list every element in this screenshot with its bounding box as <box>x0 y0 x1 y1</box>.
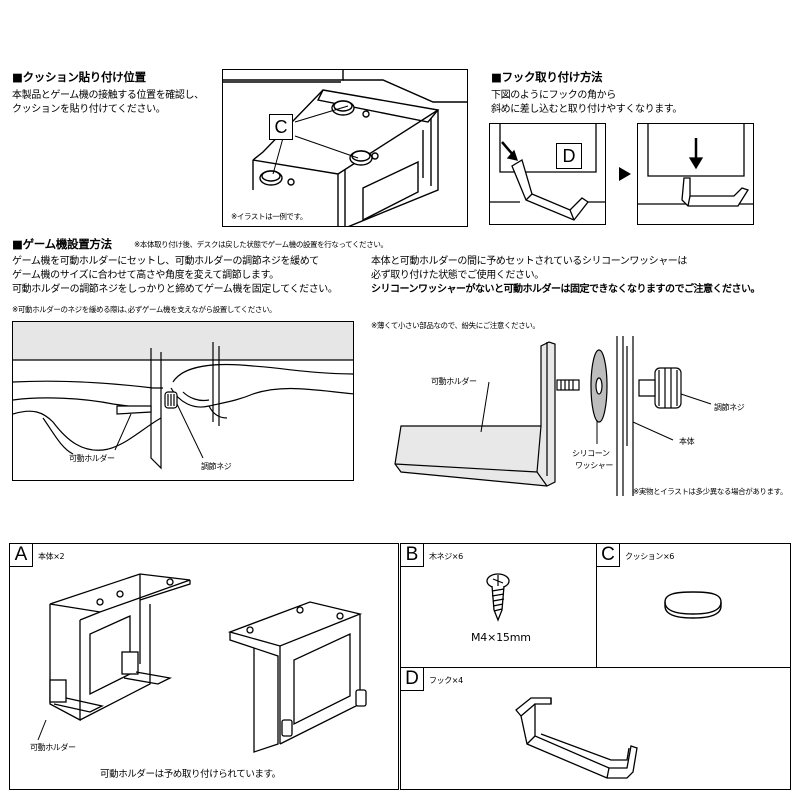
part-c-name: クッション×6 <box>625 552 674 561</box>
illustration-note: ※イラストは一例です。 <box>231 212 307 221</box>
install-hand-illustration: 可動ホルダー 調節ネジ <box>12 321 354 481</box>
callout-d: D <box>556 143 582 169</box>
cushion-line-1: 本製品とゲーム機の接触する位置を確認し、 <box>12 90 204 101</box>
part-b: B 木ネジ×6 M4×15mm <box>400 543 597 668</box>
hook-step-2 <box>637 123 754 225</box>
part-c: C クッション×6 <box>596 543 791 668</box>
install-right-note: ※薄くて小さい部品なので、紛失にご注意ください。 <box>371 321 540 330</box>
label-washer-1: シリコーン <box>572 449 610 458</box>
label-adjust-screw: 調節ネジ <box>201 462 232 471</box>
hook-icon <box>515 697 638 779</box>
label-holder: 可動ホルダー <box>431 377 477 386</box>
label-screw: 調節ネジ <box>714 403 745 412</box>
part-d: D フック×4 <box>400 667 791 790</box>
callout-c: C <box>269 114 293 140</box>
cushion-illustration: C ※イラストは一例です。 <box>222 69 468 227</box>
hook-line-2: 斜めに差し込むと取り付けやすくなります。 <box>491 104 682 115</box>
label-movable-holder: 可動ホルダー <box>69 454 115 463</box>
hook-line-1: 下図のようにフックの角から <box>491 90 616 101</box>
footnote: ※実物とイラストは多少異なる場合があります。 <box>633 487 788 496</box>
install-line-1: ゲーム機を可動ホルダーにセットし、可動ホルダーの調節ネジを緩めて <box>12 256 319 267</box>
cushion-pad-icon <box>664 591 722 619</box>
hook-step-1: D <box>489 123 606 225</box>
part-b-letter: B <box>401 544 424 567</box>
part-b-name: 木ネジ×6 <box>429 552 463 561</box>
part-d-name: フック×4 <box>429 676 463 685</box>
part-a: A 本体×2 可動ホルダー 可動ホルダーは予め取り付けられています。 <box>9 543 399 790</box>
part-a-letter: A <box>10 544 33 567</box>
washer-illustration: 可動ホルダー シリコーン ワッシャー 本体 調節ネジ <box>371 336 791 496</box>
part-b-size: M4×15mm <box>471 631 531 644</box>
wood-screw-icon <box>486 573 510 622</box>
cushion-line-2: クッションを貼り付けてください。 <box>12 104 166 115</box>
part-a-note: 可動ホルダーは予め取り付けられています。 <box>100 769 281 780</box>
part-d-letter: D <box>401 668 424 691</box>
install-line-2: ゲーム機のサイズに合わせて高さや角度を変えて調節します。 <box>12 270 279 281</box>
label-washer-2: ワッシャー <box>575 461 613 470</box>
step-arrow-icon <box>619 167 631 181</box>
cushion-title: ■クッション貼り付け位置 <box>12 70 146 84</box>
install-right-bold: シリコーンワッシャーがないと可動ホルダーは固定できなくなりますのでご注意ください… <box>371 284 761 295</box>
install-right-line-1: 本体と可動ホルダーの間に予めセットされているシリコーンワッシャーは <box>371 256 687 267</box>
part-a-label: 可動ホルダー <box>30 743 76 752</box>
part-a-name: 本体×2 <box>38 552 65 561</box>
install-title-note: ※本体取り付け後、デスクは戻した状態でゲーム機の設置を行なってください。 <box>134 240 388 249</box>
part-c-letter: C <box>597 544 620 567</box>
install-left-note: ※可動ホルダーのネジを緩める際は､必ずゲーム機を支えながら設置してください。 <box>12 305 277 314</box>
install-title: ■ゲーム機設置方法 <box>12 237 112 251</box>
hook-title: ■フック取り付け方法 <box>491 70 603 84</box>
label-body: 本体 <box>679 437 695 446</box>
install-line-3: 可動ホルダーの調節ネジをしっかりと締めてゲーム機を固定してください。 <box>12 284 338 295</box>
install-right-line-2: 必ず取り付けた状態でご使用ください。 <box>371 270 544 281</box>
